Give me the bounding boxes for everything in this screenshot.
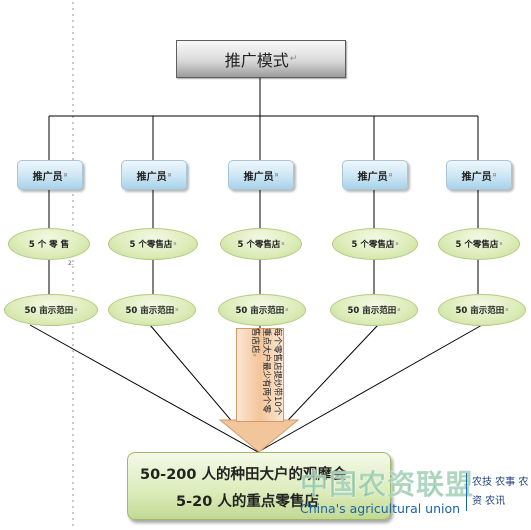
cell-mark: ¤: [492, 171, 497, 179]
observation-meeting-box: 50-200 人的种田大户的观摩会 5-20 人的重点零售店: [127, 452, 391, 520]
meeting-line-2: 5-20 人的重点零售店: [176, 494, 319, 510]
field-oval-3: 50 亩示范田¤: [218, 294, 306, 326]
store-oval-1: 5 个 零 售: [8, 228, 90, 260]
field-label-4: 50 亩示范田: [347, 306, 397, 316]
edit-mark: ↵: [289, 54, 298, 64]
cell-mark: ¤: [74, 307, 78, 313]
arrow-note-text: 每个零售店提炒带10个重点大户最少有两个零售店店: [250, 328, 282, 416]
title-box: 推广模式↵: [176, 40, 346, 78]
cell-mark: ¤: [395, 241, 399, 247]
arrow-note: 每个零售店提炒带10个重点大户最少有两个零售店店¤: [238, 328, 282, 420]
store-label-4: 5 个零售店: [351, 240, 395, 250]
cell-mark: ¤: [167, 171, 172, 179]
cell-mark: ¤: [173, 241, 177, 247]
field-label-1: 50 亩示范田: [24, 306, 74, 316]
converge-line-1: [29, 324, 259, 453]
title-text: 推广模式: [224, 51, 289, 70]
watermark-english: China's agricultural union: [300, 501, 461, 516]
margin-mark: 2.: [68, 260, 74, 267]
cell-mark: ¤: [274, 171, 279, 179]
watermark-logo: 中国农资联盟 农技 农事 农资 农讯 China's agricultural …: [299, 463, 531, 527]
arrow-body: [236, 328, 284, 422]
promoter-label-1: 推广员: [32, 171, 63, 183]
cell-mark: ¤: [505, 307, 509, 313]
watermark-divider: [466, 473, 467, 511]
watermark-tags: 农技 农事 农资 农讯: [472, 477, 529, 507]
field-label-3: 50 亩示范田: [235, 306, 285, 316]
cell-mark: ¤: [397, 307, 401, 313]
page-margin-guide: [72, 0, 74, 530]
promoter-box-4: 推广员¤: [342, 160, 408, 190]
store-label-2: 5 个零售店: [129, 240, 173, 250]
store-label-1: 5 个 零 售: [28, 240, 70, 250]
meeting-line-1: 50-200 人的种田大户的观摩会: [140, 467, 347, 483]
store-oval-5: 5 个零售店¤: [438, 228, 520, 260]
watermark-brand: 中国农资联盟: [299, 468, 475, 502]
cell-mark: ¤: [251, 353, 257, 357]
field-oval-4: 50 亩示范田¤: [330, 294, 418, 326]
cell-mark: ¤: [281, 241, 285, 247]
cell-mark: ¤: [285, 307, 289, 313]
promoter-box-5: 推广员¤: [446, 160, 512, 190]
store-label-5: 5 个零售店: [455, 240, 499, 250]
field-oval-5: 50 亩示范田¤: [438, 294, 526, 326]
cell-mark: ¤: [499, 241, 503, 247]
field-oval-1: 50 亩示范田¤: [4, 294, 98, 326]
cell-mark: ¤: [63, 171, 68, 179]
store-oval-3: 5 个零售店¤: [220, 228, 302, 260]
store-oval-4: 5 个零售店¤: [332, 228, 418, 260]
promoter-label-4: 推广员: [357, 171, 388, 183]
store-label-3: 5 个零售店: [237, 240, 281, 250]
converge-line-5: [257, 324, 483, 453]
promoter-label-3: 推广员: [243, 171, 274, 183]
field-oval-2: 50 亩示范田¤: [108, 294, 196, 326]
field-label-2: 50 亩示范田: [125, 306, 175, 316]
promoter-box-3: 推广员¤: [228, 160, 294, 190]
store-oval-2: 5 个零售店¤: [108, 228, 198, 260]
promoter-label-5: 推广员: [461, 171, 492, 183]
field-label-5: 50 亩示范田: [455, 306, 505, 316]
promoter-box-1: 推广员¤: [17, 160, 83, 190]
cell-mark: ¤: [175, 307, 179, 313]
cell-mark: ¤: [388, 171, 393, 179]
promoter-label-2: 推广员: [136, 171, 167, 183]
promoter-box-2: 推广员¤: [121, 160, 187, 190]
